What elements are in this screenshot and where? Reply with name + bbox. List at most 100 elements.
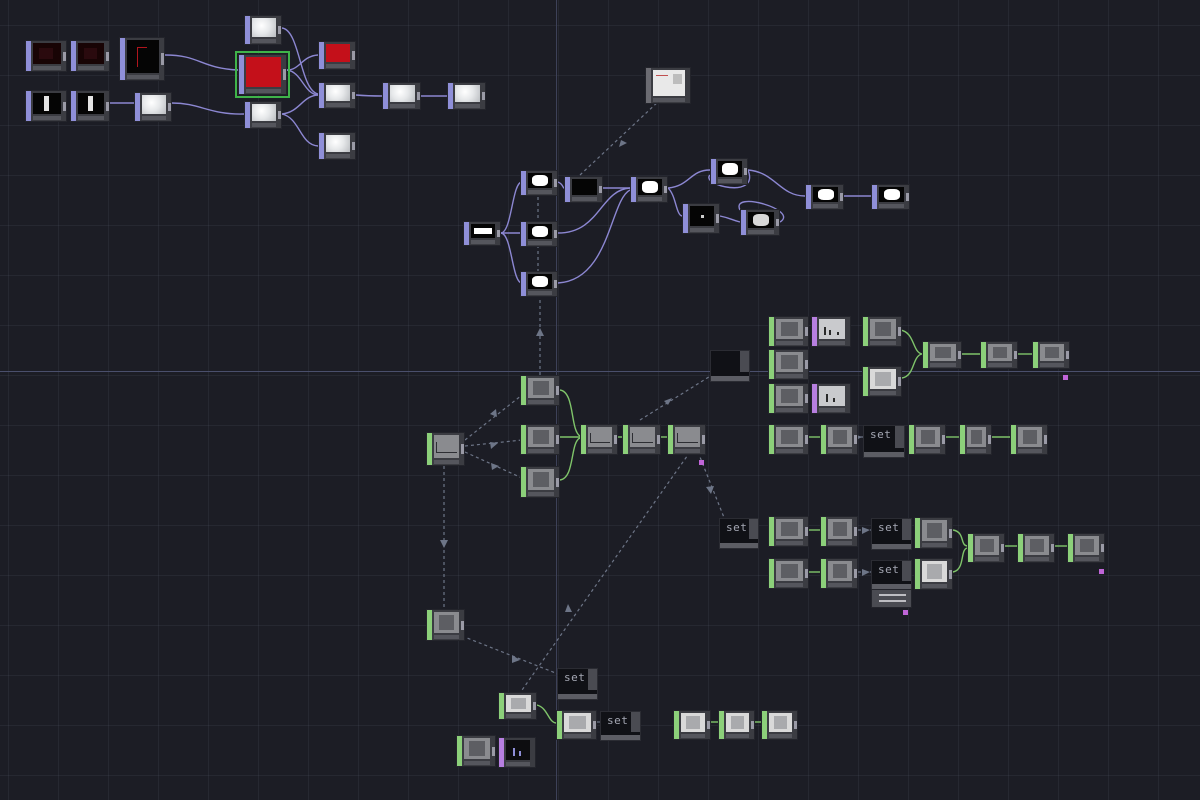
chop-node[interactable] [908,424,946,455]
wire[interactable] [559,437,581,481]
wire[interactable] [281,113,319,147]
chop-node-strip[interactable] [871,589,912,608]
chop-node[interactable] [820,558,858,589]
wire[interactable] [500,181,523,234]
top-node[interactable] [463,221,501,246]
top-node[interactable] [70,90,110,122]
chop-node[interactable] [622,424,661,455]
chop-node[interactable] [914,558,953,590]
chop-node[interactable] [768,383,809,414]
dat-node-set[interactable]: set [600,711,641,741]
top-node[interactable] [25,90,67,122]
wire[interactable] [171,102,245,115]
chop-node[interactable] [426,432,465,466]
wire[interactable] [747,169,806,197]
top-node[interactable] [630,176,668,203]
wire[interactable] [281,94,319,115]
wire[interactable] [557,181,565,189]
chop-node[interactable] [862,316,902,347]
dat-node[interactable] [710,350,750,382]
chop-node[interactable] [768,349,809,380]
dat-node-set[interactable]: set [557,668,598,700]
chop-node[interactable] [820,516,858,547]
top-node[interactable] [318,132,356,160]
top-node[interactable] [805,184,844,210]
chop-node[interactable] [520,375,560,406]
top-node[interactable] [520,170,558,196]
wire[interactable] [559,389,581,437]
chop-node[interactable] [456,735,496,767]
wire[interactable] [901,353,923,379]
wire[interactable] [708,169,751,189]
top-node[interactable] [382,82,421,110]
dat-node-set[interactable]: set [863,425,905,458]
dat-node-set[interactable]: set [871,518,912,550]
top-node[interactable] [710,158,748,185]
top-node[interactable] [740,209,780,236]
chop-node[interactable] [914,517,953,549]
wire[interactable] [164,54,239,71]
wire[interactable] [355,94,383,97]
chop-node[interactable] [520,424,560,455]
chop-node[interactable] [1067,533,1105,563]
top-node[interactable] [520,221,558,247]
chop-node[interactable] [1017,533,1055,563]
chop-node[interactable] [498,692,537,720]
dat-node-set[interactable]: set [719,518,759,549]
wire[interactable] [719,215,741,223]
chop-node-graph[interactable] [498,737,536,768]
chop-node[interactable] [667,424,706,455]
wire[interactable] [281,27,319,95]
wire[interactable] [667,187,683,217]
wire[interactable] [557,187,631,234]
top-node[interactable] [318,82,356,109]
wire[interactable] [536,704,557,724]
top-node[interactable] [119,37,165,81]
chop-node[interactable] [768,316,809,347]
top-node[interactable] [70,40,110,72]
chop-node[interactable] [922,341,962,369]
top-node[interactable] [134,92,172,122]
chop-node[interactable] [1032,341,1070,369]
chop-node[interactable] [768,516,809,547]
top-node[interactable] [682,203,720,234]
chop-node[interactable] [967,533,1005,563]
chop-node[interactable] [673,710,711,740]
chop-node[interactable] [556,710,597,740]
chop-node[interactable] [580,424,618,455]
chop-node[interactable] [426,609,465,641]
top-node[interactable] [25,40,67,72]
wire[interactable] [286,69,319,96]
wire[interactable] [557,189,631,284]
top-node[interactable] [318,41,356,70]
chop-node[interactable] [520,466,560,498]
wire[interactable] [738,200,785,223]
top-node[interactable] [564,176,603,203]
chop-node-graph[interactable] [811,316,851,347]
wire[interactable] [667,169,711,189]
chop-node[interactable] [761,710,798,740]
top-node[interactable] [244,101,282,129]
chop-node[interactable] [980,341,1018,369]
chop-node[interactable] [768,424,809,455]
top-node[interactable] [447,82,486,110]
wire[interactable] [286,54,319,71]
top-node[interactable] [520,271,558,297]
top-node[interactable] [244,15,282,45]
wire[interactable] [952,547,968,573]
wire[interactable] [899,329,923,355]
top-node-table[interactable] [645,67,691,104]
wire[interactable] [500,232,523,284]
chop-node[interactable] [862,366,902,397]
chop-node[interactable] [718,710,755,740]
chop-node-graph[interactable] [811,383,851,414]
chop-node[interactable] [959,424,992,455]
chop-node[interactable] [1010,424,1048,455]
dat-node-set[interactable]: set [871,560,912,590]
top-node[interactable] [871,184,910,210]
top-node-selected[interactable] [235,51,290,98]
chop-node[interactable] [768,558,809,589]
wire[interactable] [952,529,968,547]
chop-node[interactable] [820,424,858,455]
